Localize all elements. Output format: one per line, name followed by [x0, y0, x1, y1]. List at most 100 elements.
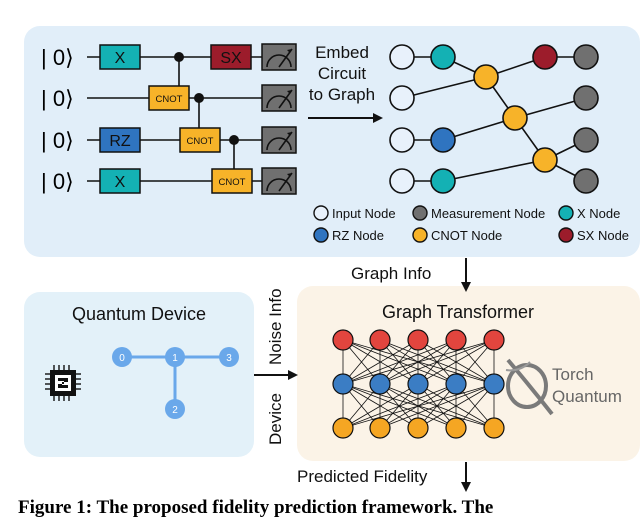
legend-label-rz: RZ Node: [332, 228, 384, 243]
nn-node-red: [483, 329, 505, 351]
measurement-gate: [261, 126, 297, 154]
nn-node-red: [332, 329, 354, 351]
legend-swatch-cnot: [412, 227, 428, 243]
nn-node-red: [445, 329, 467, 351]
qubit-node: [165, 399, 185, 419]
measurement-gate: [261, 167, 297, 195]
rz-gate: [99, 127, 141, 153]
input-node: [389, 168, 415, 194]
qubit-node: [219, 347, 239, 367]
sx-gate-label: SX: [220, 50, 242, 67]
input-node: [389, 44, 415, 70]
device-title: Quantum Device: [72, 304, 206, 324]
x-gate: [99, 168, 141, 194]
torchquantum-logo: Torch Quantum: [505, 358, 622, 416]
nn-node-orange: [483, 417, 505, 439]
ket-label: | 0⟩: [41, 45, 74, 70]
embed-label-line: Embed: [315, 43, 369, 62]
measurement-node: [573, 168, 599, 194]
nn-node-blue: [332, 373, 354, 395]
legend-label-sx: SX Node: [577, 228, 629, 243]
nn-edge: [379, 383, 495, 429]
embed-label-line: to Graph: [309, 85, 375, 104]
x-node: [430, 44, 456, 70]
x-gate-label: X: [115, 174, 126, 191]
graph-edge: [442, 159, 546, 182]
cnot-control-dot: [194, 93, 204, 103]
quantum-circuit: | 0⟩ | 0⟩ | 0⟩ | 0⟩ X SX CNOT RZ CNOT X …: [41, 43, 297, 195]
legend-label-x: X Node: [577, 206, 620, 221]
legend-swatch-rz: [313, 227, 329, 243]
ket-label: | 0⟩: [41, 169, 74, 194]
input-node: [389, 127, 415, 153]
cnot-gate: [211, 168, 253, 194]
x-gate-label: X: [115, 50, 126, 67]
nn-edge: [342, 339, 419, 385]
legend-label-cnot: CNOT Node: [431, 228, 502, 243]
qubit-node: [112, 347, 132, 367]
qubit-label: 0: [119, 353, 125, 364]
cnot-node: [532, 147, 558, 173]
qubit-node: [165, 347, 185, 367]
sx-gate: [210, 44, 252, 70]
graph-nodes: [389, 44, 599, 194]
nn-node-red: [407, 329, 429, 351]
legend-label-measurement: Measurement Node: [431, 206, 545, 221]
rz-gate-label: RZ: [109, 133, 131, 150]
measurement-gate: [261, 84, 297, 112]
cnot-gate-label: CNOT: [187, 136, 214, 147]
nn-node-blue: [445, 373, 467, 395]
ket-label: | 0⟩: [41, 128, 74, 153]
x-gate: [99, 44, 141, 70]
nn-node-orange: [332, 417, 354, 439]
qubit-label: 2: [172, 405, 178, 416]
cnot-gate-label: CNOT: [156, 94, 183, 105]
nn-edge: [342, 339, 495, 385]
legend-swatch-measurement: [412, 205, 428, 221]
graph-info-label: Graph Info: [351, 264, 431, 283]
measurement-node: [573, 127, 599, 153]
cnot-control-dot: [229, 135, 239, 145]
measurement-node: [573, 44, 599, 70]
noise-info-side-label: Noise Info: [266, 288, 285, 365]
legend: Input Node Measurement Node X Node RZ No…: [313, 205, 629, 243]
transformer-panel: [297, 286, 640, 461]
nn-node-orange: [407, 417, 429, 439]
nn-node-blue: [483, 373, 505, 395]
nn-node-orange: [445, 417, 467, 439]
sx-node: [532, 44, 558, 70]
figure-caption: Figure 1: The proposed fidelity predicti…: [18, 497, 494, 518]
device-side-label: Device: [266, 393, 285, 445]
logo-text-quantum: Quantum: [552, 387, 622, 406]
cnot-node: [502, 105, 528, 131]
cnot-gate: [148, 85, 190, 111]
ket-label: | 0⟩: [41, 86, 74, 111]
cnot-control-dot: [174, 52, 184, 62]
nn-node-orange: [369, 417, 391, 439]
legend-swatch-sx: [558, 227, 574, 243]
input-node: [389, 85, 415, 111]
nn-edge: [379, 339, 495, 385]
nn-edge: [417, 383, 495, 429]
cnot-gate-label: CNOT: [219, 177, 246, 188]
nn-node-red: [369, 329, 391, 351]
nn-node-blue: [369, 373, 391, 395]
embed-label-line: Circuit: [318, 64, 366, 83]
cnot-node: [473, 64, 499, 90]
nn-edge: [342, 383, 495, 429]
cnot-gate: [179, 127, 221, 153]
measurement-node: [573, 85, 599, 111]
qubit-label: 1: [172, 353, 178, 364]
legend-swatch-input: [313, 205, 329, 221]
chip-icon: [45, 365, 81, 401]
qubit-label: 3: [226, 353, 232, 364]
legend-label-input: Input Node: [332, 206, 396, 221]
nn-edge: [342, 383, 457, 429]
nn-edge: [342, 339, 457, 385]
device-topology: 0 1 2 3: [112, 347, 239, 419]
nn-edge: [417, 339, 495, 385]
device-panel: [24, 292, 254, 457]
x-node: [430, 168, 456, 194]
transformer-title: Graph Transformer: [382, 302, 534, 322]
logo-text-torch: Torch: [552, 365, 594, 384]
